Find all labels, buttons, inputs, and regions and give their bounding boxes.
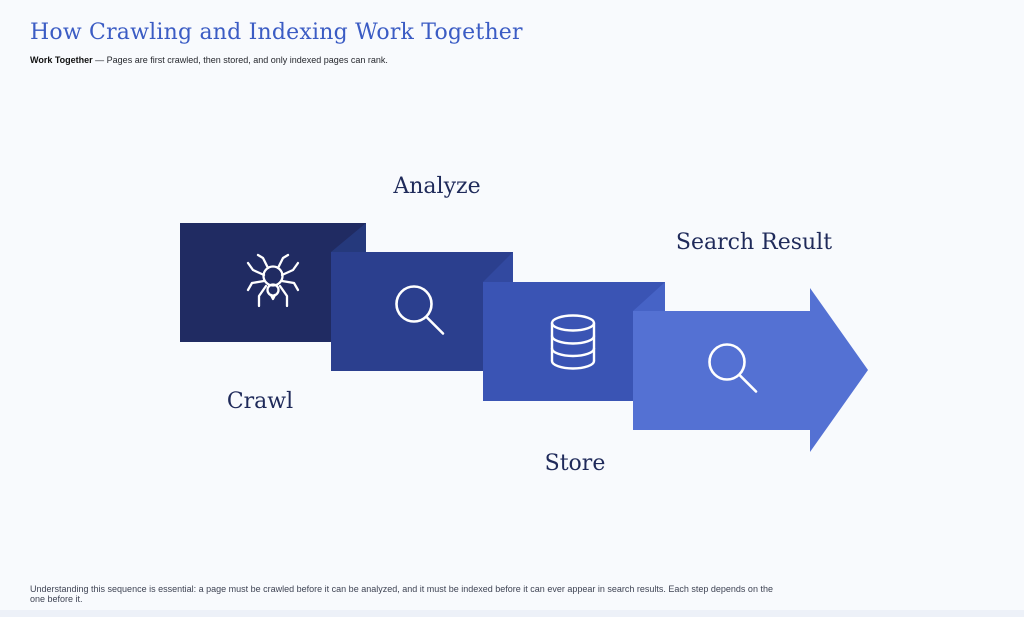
step-analyze-fold — [483, 252, 513, 282]
subtitle: Work Together — Pages are first crawled,… — [30, 55, 388, 65]
page-title: How Crawling and Indexing Work Together — [30, 20, 523, 45]
footer-note: Understanding this sequence is essential… — [30, 584, 773, 604]
step-label-search-result: Search Result — [675, 230, 833, 255]
database-icon — [550, 314, 596, 370]
magnifying-glass-icon — [395, 285, 445, 335]
step-label-crawl: Crawl — [226, 389, 294, 414]
subtitle-term: Work Together — [30, 55, 93, 65]
spider-icon — [246, 253, 300, 308]
step-search-result-arrow — [633, 288, 868, 452]
subtitle-text: — Pages are first crawled, then stored, … — [92, 55, 388, 65]
step-crawl-fold — [331, 223, 366, 252]
magnifying-glass-icon — [708, 343, 758, 393]
step-label-analyze: Analyze — [393, 174, 481, 199]
step-analyze-block — [331, 252, 513, 371]
bottom-edge-strip — [0, 610, 1024, 617]
step-store-fold — [633, 282, 665, 311]
step-label-store: Store — [544, 451, 606, 476]
